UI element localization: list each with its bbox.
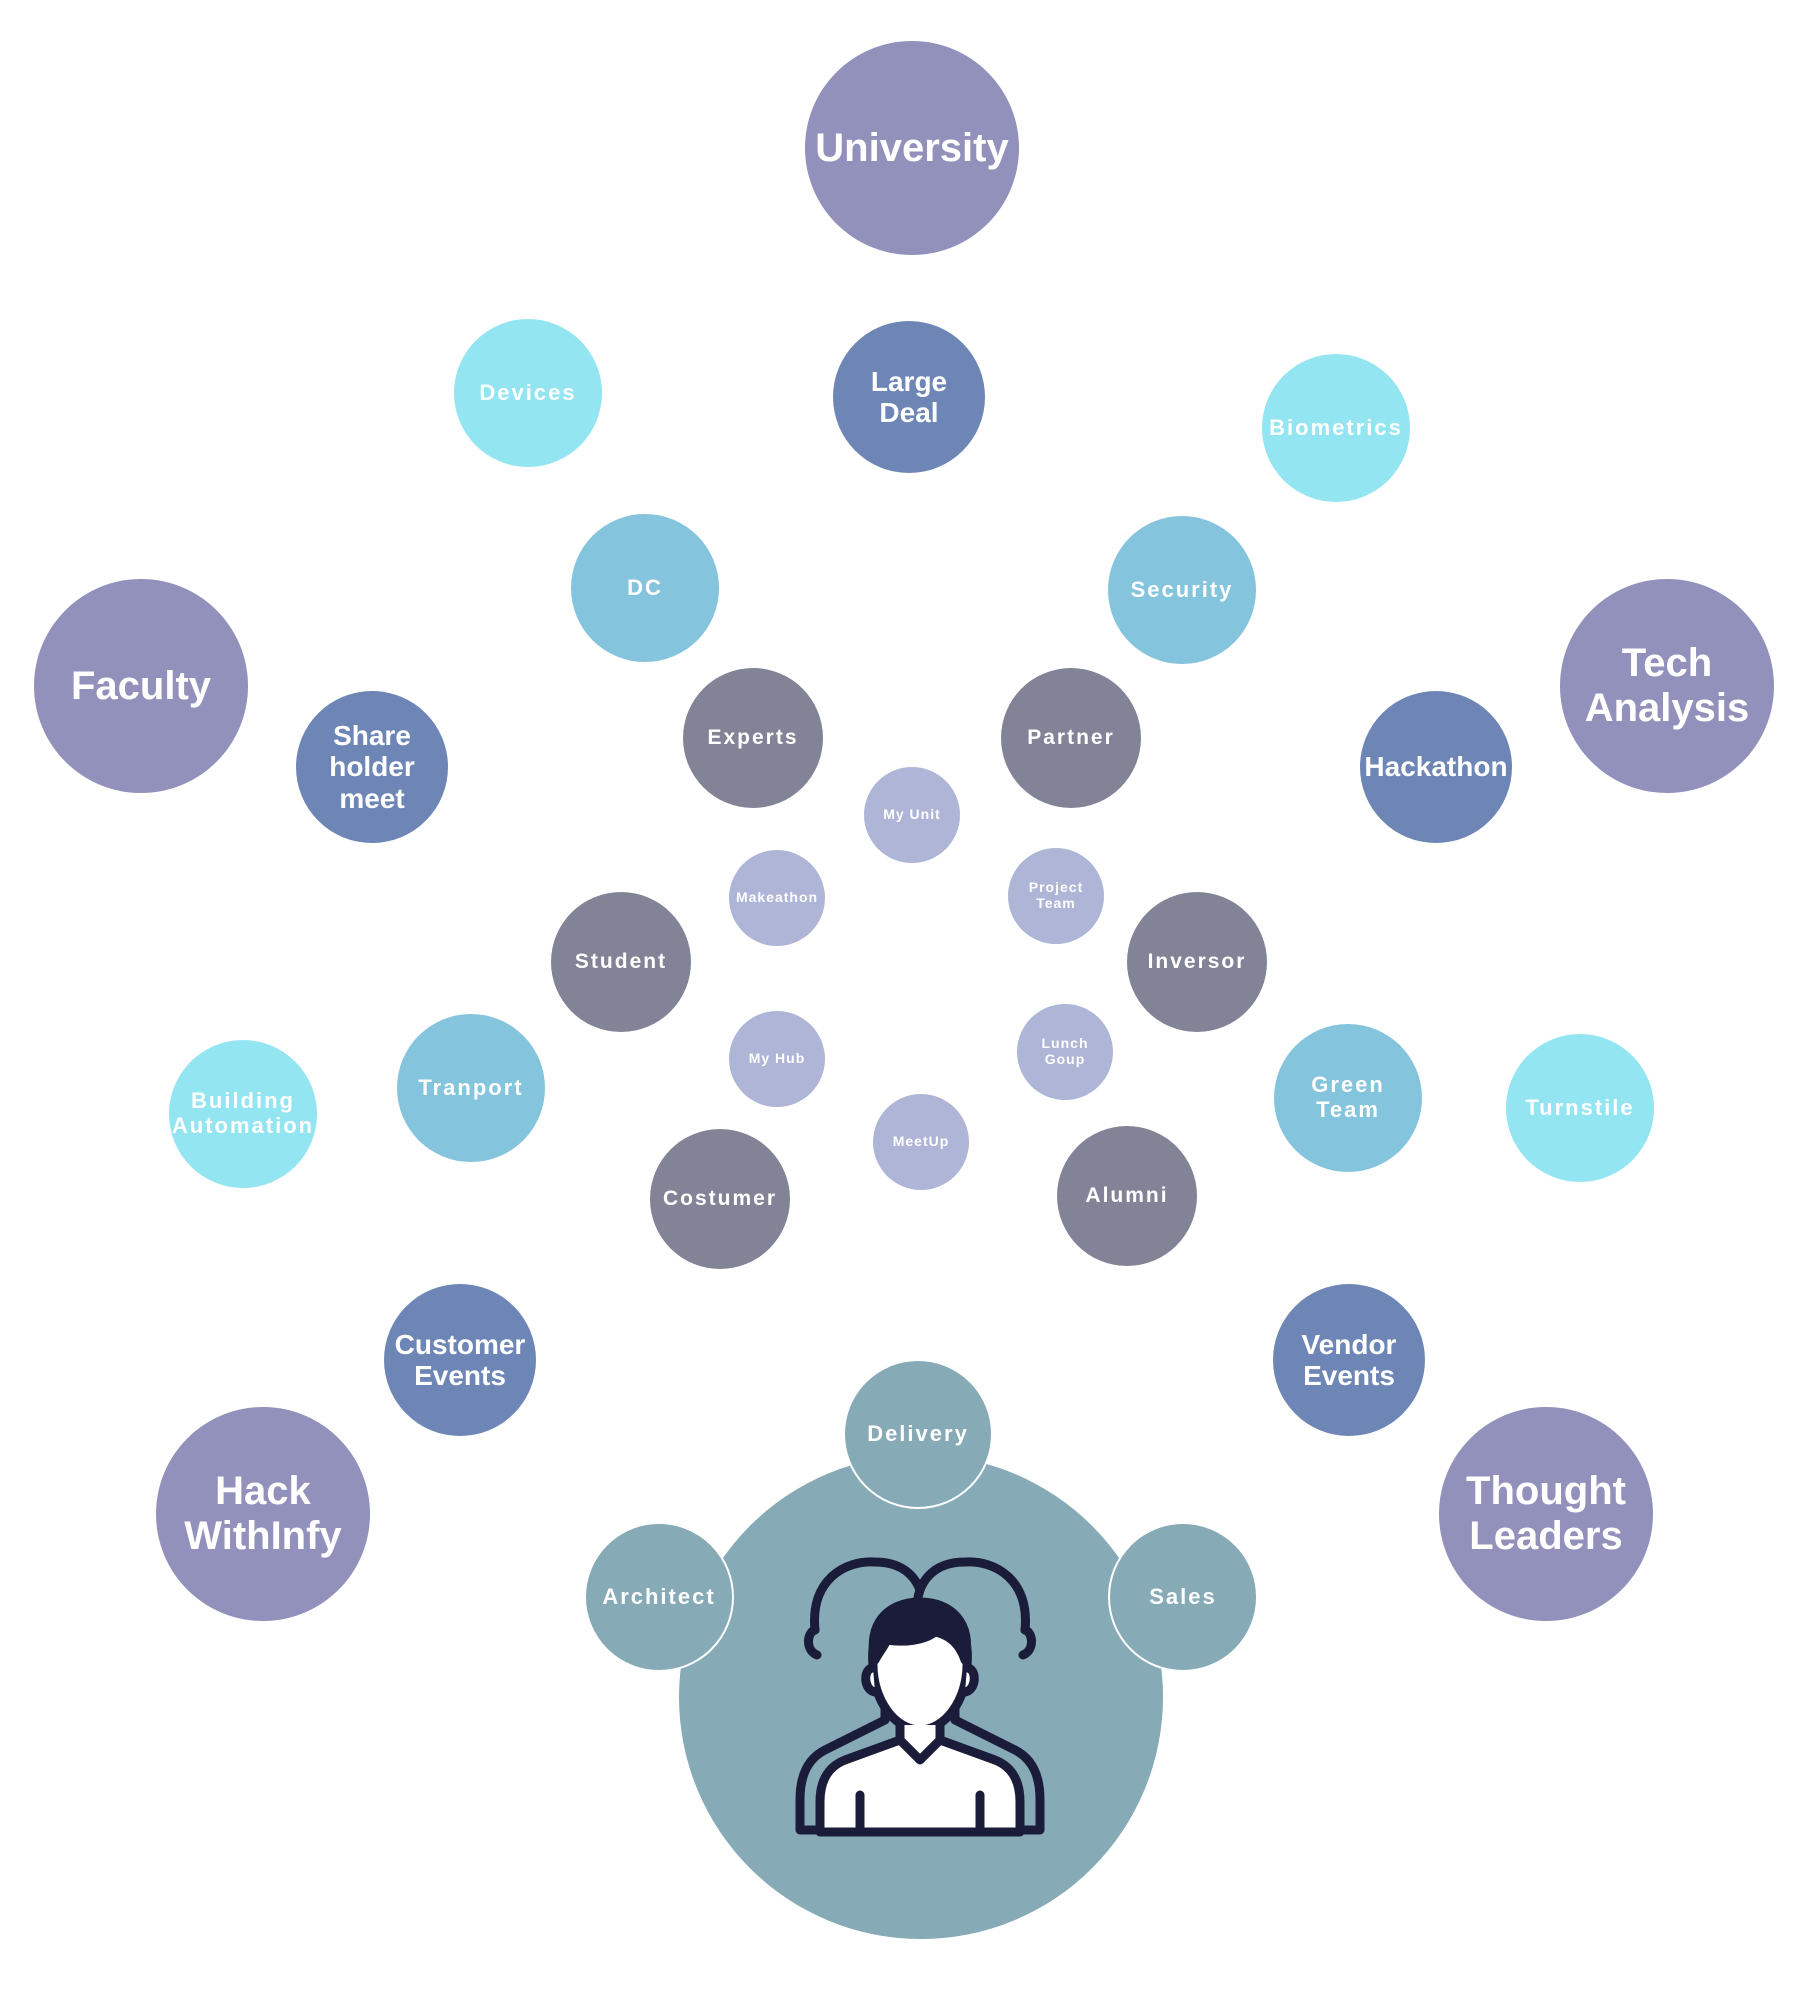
customer-events-bubble: Customer Events [384,1284,536,1436]
devices-bubble: Devices [454,319,602,467]
tranport-bubble: Tranport [397,1014,545,1162]
inversor-bubble: Inversor [1127,892,1267,1032]
security-bubble: Security [1108,516,1256,664]
costumer-bubble: Costumer [650,1129,790,1269]
sales-bubble: Sales [1108,1522,1258,1672]
biometrics-bubble: Biometrics [1262,354,1410,502]
makeathon-bubble: Makeathon [729,850,825,946]
faculty-bubble: Faculty [34,579,248,793]
meetup-bubble: MeetUp [873,1094,969,1190]
project-team-bubble: Project Team [1008,848,1104,944]
thought-leaders-bubble: Thought Leaders [1439,1407,1653,1621]
alumni-bubble: Alumni [1057,1126,1197,1266]
university-bubble: University [805,41,1019,255]
hack-withinfy-bubble: Hack WithInfy [156,1407,370,1621]
experts-bubble: Experts [683,668,823,808]
architect-bubble: Architect [584,1522,734,1672]
my-hub-bubble: My Hub [729,1011,825,1107]
vendor-events-bubble: Vendor Events [1273,1284,1425,1436]
student-bubble: Student [551,892,691,1032]
large-deal-bubble: Large Deal [833,321,985,473]
building-automation-bubble: Building Automation [169,1040,317,1188]
my-unit-bubble: My Unit [864,767,960,863]
delivery-bubble: Delivery [843,1359,993,1509]
share-holder-meet-bubble: Share holder meet [296,691,448,843]
lunch-goup-bubble: Lunch Goup [1017,1004,1113,1100]
dc-bubble: DC [571,514,719,662]
turnstile-bubble: Turnstile [1506,1034,1654,1182]
hackathon-bubble: Hackathon [1360,691,1512,843]
partner-bubble: Partner [1001,668,1141,808]
green-team-bubble: Green Team [1274,1024,1422,1172]
people-group-icon [795,1557,1045,1837]
tech-analysis-bubble: Tech Analysis [1560,579,1774,793]
